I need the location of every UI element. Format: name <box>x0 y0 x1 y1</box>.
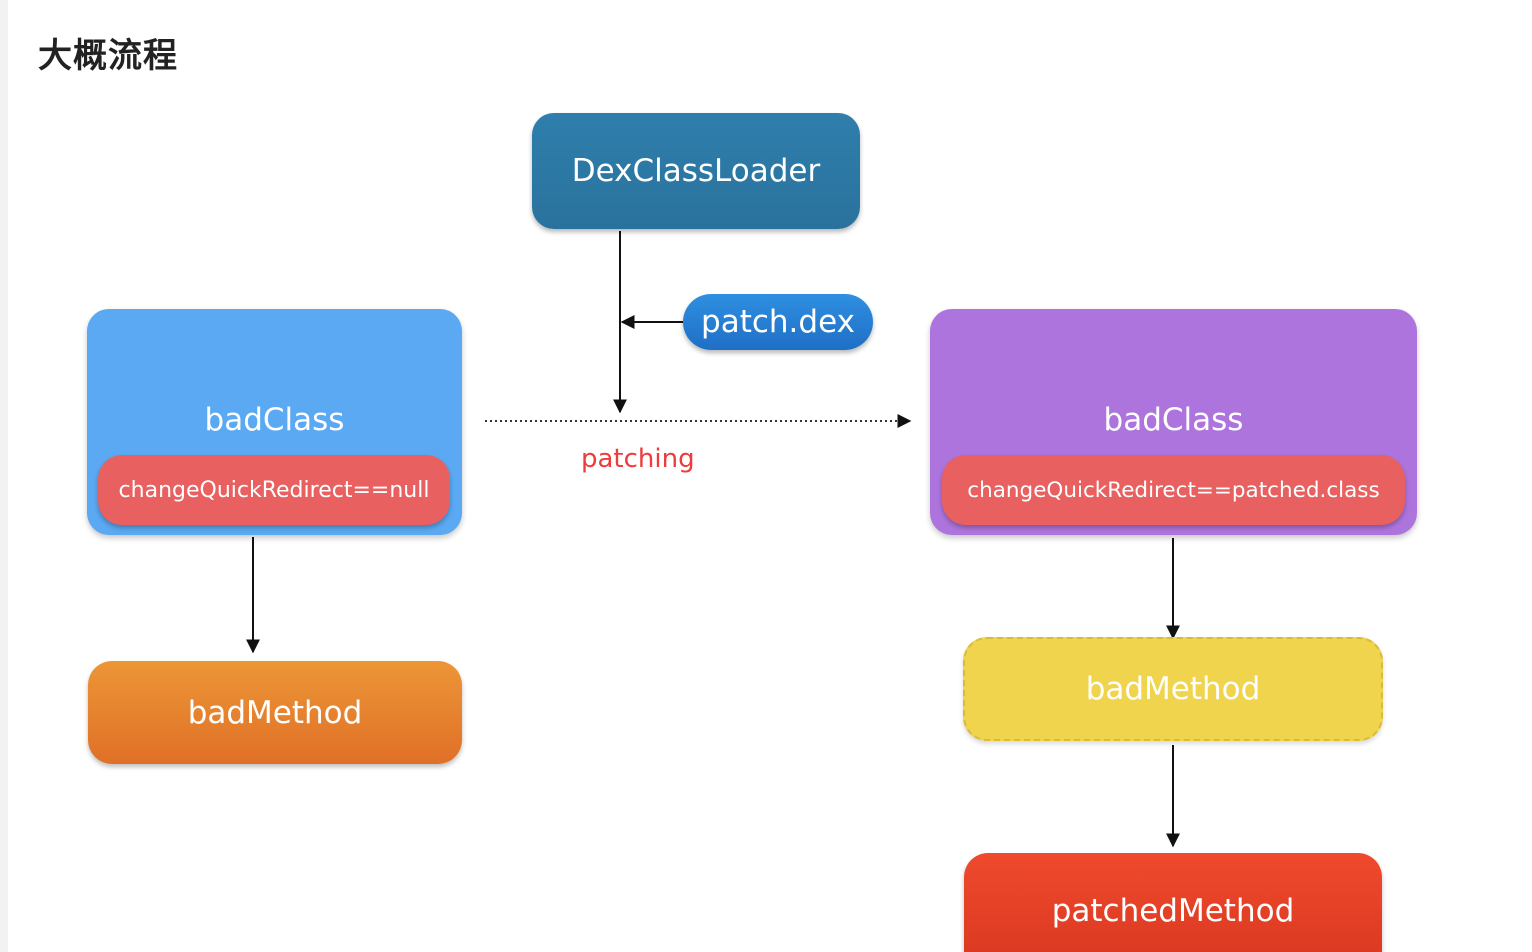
patch-dex-node: patch.dex <box>683 294 873 350</box>
right-bad-method-node: badMethod <box>963 637 1383 741</box>
left-bad-method-node: badMethod <box>88 661 462 764</box>
patching-label: patching <box>581 444 695 474</box>
patch-dex-label: patch.dex <box>701 304 855 340</box>
right-redirect-label: changeQuickRedirect==patched.class <box>967 477 1380 503</box>
dex-class-loader-label: DexClassLoader <box>571 153 821 189</box>
patched-method-label: patchedMethod <box>1051 893 1295 929</box>
page-title: 大概流程 <box>38 36 178 76</box>
left-redirect-label: changeQuickRedirect==null <box>118 477 430 503</box>
dex-class-loader-node: DexClassLoader <box>532 113 860 229</box>
right-redirect-field: changeQuickRedirect==patched.class <box>942 455 1405 525</box>
left-margin-strip <box>0 0 8 952</box>
left-bad-class-title: badClass <box>204 402 345 438</box>
left-bad-method-label: badMethod <box>187 694 363 731</box>
left-bad-class-node: badClass changeQuickRedirect==null <box>87 309 462 535</box>
right-bad-class-node: badClass changeQuickRedirect==patched.cl… <box>930 309 1417 535</box>
right-bad-class-title: badClass <box>1103 402 1244 438</box>
right-bad-method-label: badMethod <box>1085 671 1261 707</box>
patched-method-node: patchedMethod <box>964 853 1382 952</box>
left-redirect-field: changeQuickRedirect==null <box>98 455 450 525</box>
